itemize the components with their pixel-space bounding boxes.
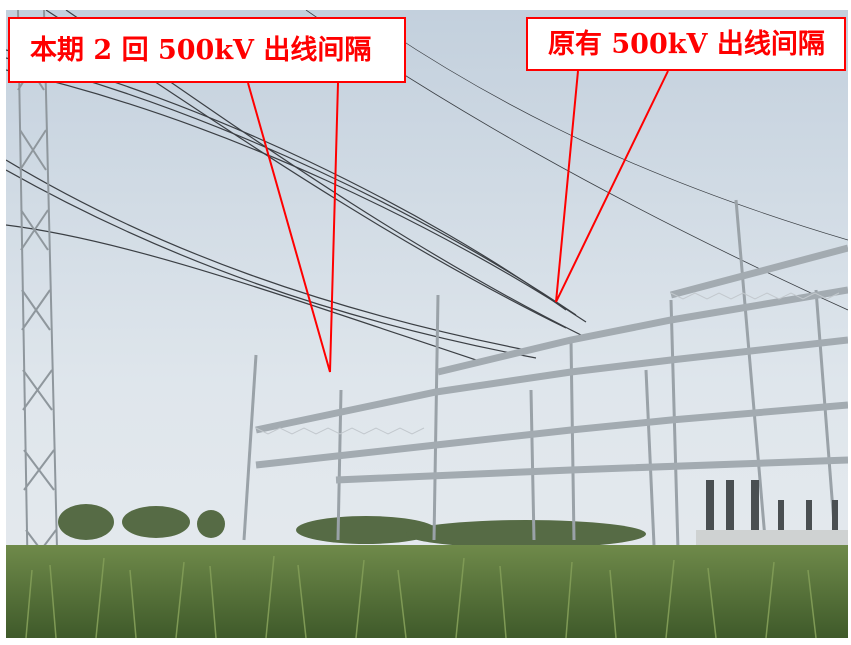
- grass-blades: [25, 555, 817, 638]
- gantry-lattice: [255, 292, 840, 435]
- callout-existing-bays: 原有 500kV 出线间隔: [526, 17, 846, 71]
- substation-photo: [6, 10, 848, 638]
- callout-new-bays-label: 本期 2 回 500kV 出线间隔: [30, 34, 372, 66]
- callout-existing-bays-label: 原有 500kV 出线间隔: [548, 28, 825, 60]
- callout-new-bays: 本期 2 回 500kV 出线间隔: [8, 17, 406, 83]
- grass: [6, 545, 848, 638]
- equipment: [706, 480, 838, 540]
- gantry-beams: [255, 244, 848, 484]
- tree-line: [58, 504, 646, 548]
